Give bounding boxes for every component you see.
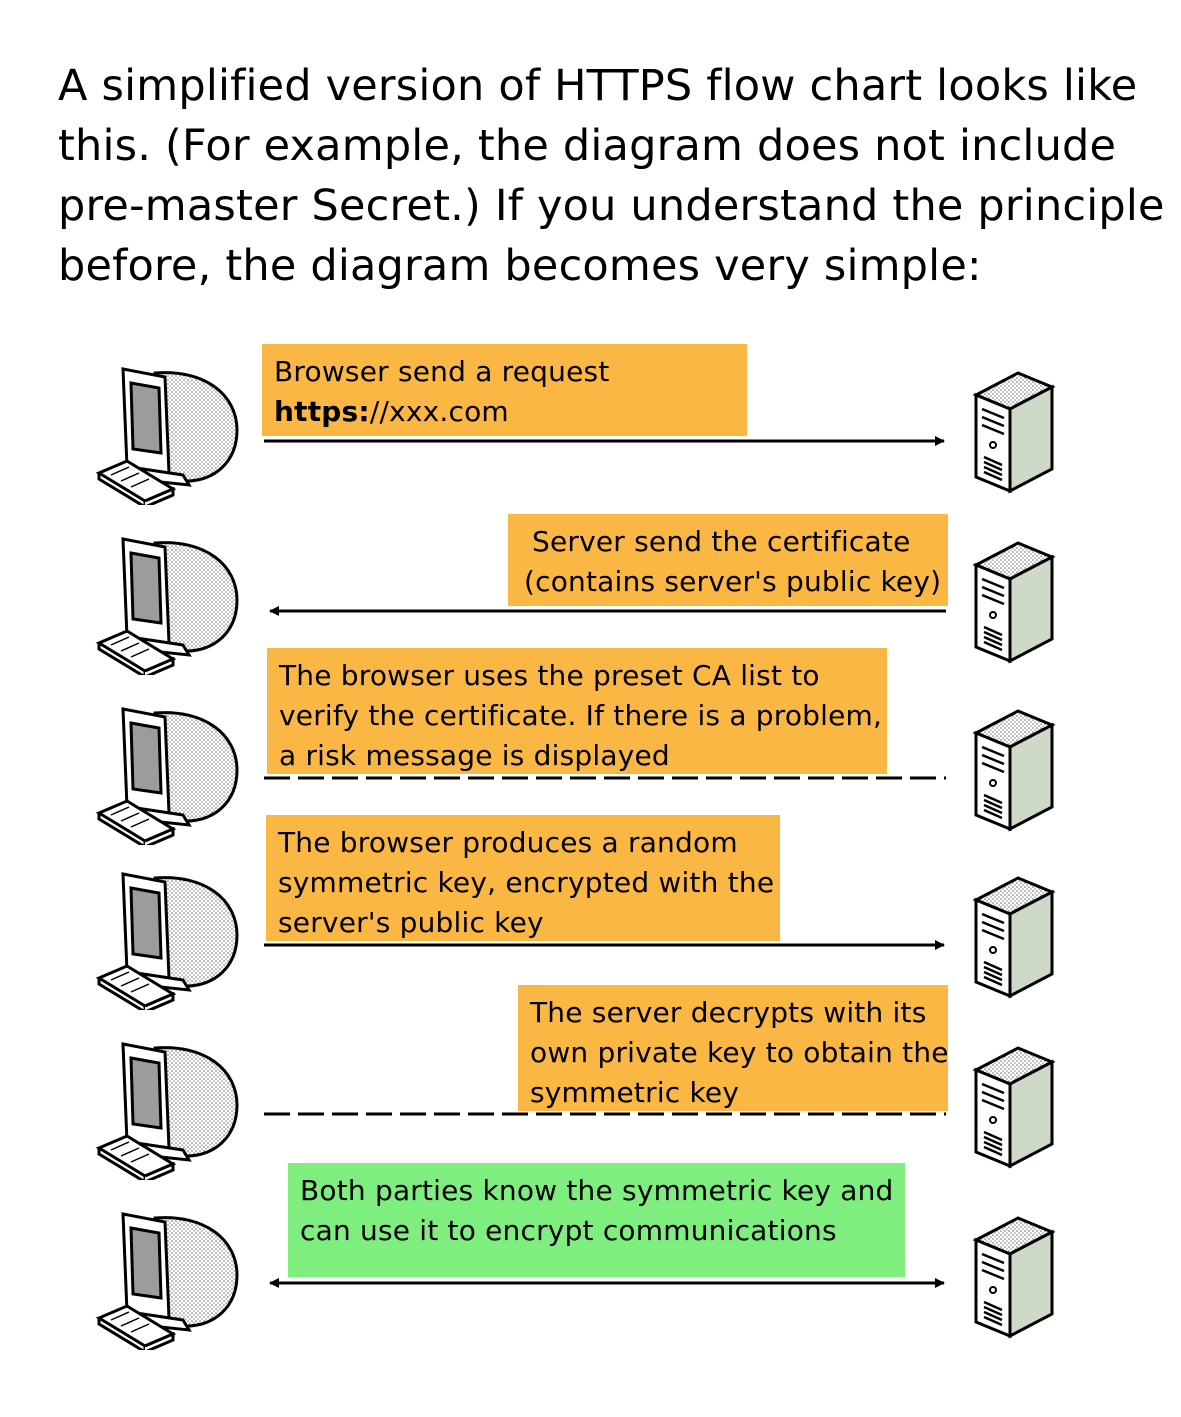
server-icon — [960, 1040, 1070, 1170]
server-icon — [960, 535, 1070, 665]
step-note-certificate: Server send the certificate (contains se… — [508, 514, 948, 606]
note-url: https://xxx.com — [274, 392, 737, 432]
dashed-line-local-step — [264, 1112, 946, 1116]
server-icon — [960, 703, 1070, 833]
intro-text: A simplified version of HTTPS flow chart… — [58, 61, 1165, 291]
arrow-to-server — [264, 940, 945, 950]
dashed-line-local-step — [264, 776, 946, 780]
note-line: Browser send a request — [274, 355, 610, 388]
step-note-request: Browser send a request https://xxx.com — [262, 344, 747, 436]
note-line: Server send the certificate — [532, 525, 911, 558]
url-host: //xxx.com — [369, 395, 509, 428]
note-line: (contains server's public key) — [524, 565, 942, 598]
note-line: symmetric key, encrypted with the — [278, 866, 775, 899]
note-line: server's public key — [278, 906, 544, 939]
note-line: symmetric key — [530, 1076, 740, 1109]
computer-icon — [95, 860, 245, 1010]
note-line: The server decrypts with its — [530, 996, 927, 1029]
step-note-decrypt: The server decrypts with its own private… — [518, 985, 949, 1111]
note-line: a risk message is displayed — [279, 739, 670, 772]
arrow-to-browser — [269, 606, 946, 616]
arrow-to-server — [264, 436, 945, 446]
server-icon — [960, 870, 1070, 1000]
computer-icon — [95, 695, 245, 845]
server-icon — [960, 1210, 1070, 1340]
bidirectional-arrow — [269, 1278, 945, 1288]
step-note-verify: The browser uses the preset CA list to v… — [267, 648, 887, 774]
computer-icon — [95, 355, 245, 505]
url-scheme: https: — [274, 395, 370, 428]
note-line: The browser produces a random — [278, 826, 738, 859]
computer-icon — [95, 1200, 245, 1350]
note-line: The browser uses the preset CA list to — [279, 659, 820, 692]
step-note-secure-communication: Both parties know the symmetric key and … — [288, 1163, 905, 1277]
note-line: own private key to obtain the — [530, 1036, 949, 1069]
computer-icon — [95, 1030, 245, 1180]
note-line: can use it to encrypt communications — [300, 1214, 837, 1247]
note-line: verify the certificate. If there is a pr… — [279, 699, 883, 732]
computer-icon — [95, 525, 245, 675]
server-icon — [960, 365, 1070, 495]
note-line: Both parties know the symmetric key and — [300, 1174, 894, 1207]
step-note-symmetric-key: The browser produces a random symmetric … — [266, 815, 780, 941]
